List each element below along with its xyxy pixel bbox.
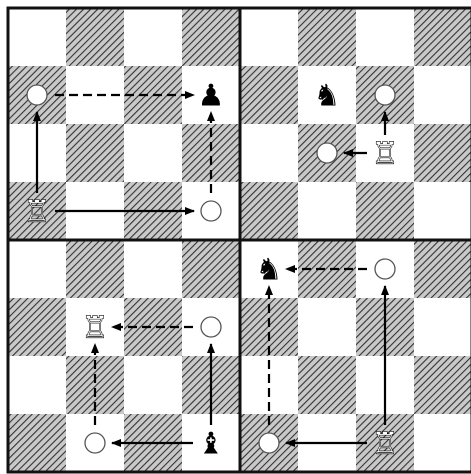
- white-rook-icon: ♖: [372, 427, 399, 462]
- dark-square: [240, 66, 298, 124]
- light-square: [124, 8, 182, 66]
- black-knight-icon: ♞: [256, 253, 283, 288]
- black-pawn-icon: ♟: [198, 79, 225, 114]
- target-circle-bottom-left-0: [201, 317, 221, 337]
- dark-square: [356, 182, 414, 240]
- dark-square: [240, 182, 298, 240]
- light-square: [414, 298, 471, 356]
- dark-square: [66, 240, 124, 298]
- light-square: [414, 414, 471, 472]
- light-square: [240, 8, 298, 66]
- dark-square: [66, 124, 124, 182]
- target-circle-top-right-1: [317, 143, 337, 163]
- light-square: [8, 8, 66, 66]
- dark-square: [414, 356, 471, 414]
- target-circle-bottom-right-0: [375, 259, 395, 279]
- light-square: [124, 356, 182, 414]
- light-square: [8, 356, 66, 414]
- dark-square: [298, 356, 356, 414]
- target-circle-top-left-1: [201, 201, 221, 221]
- dark-square: [182, 8, 240, 66]
- black-bishop-icon: ♝: [198, 427, 225, 462]
- target-circle-bottom-right-1: [259, 433, 279, 453]
- target-circle-top-right-0: [375, 85, 395, 105]
- dark-square: [8, 414, 66, 472]
- dark-square: [414, 240, 471, 298]
- target-circle-top-left-0: [27, 85, 47, 105]
- white-rook-icon: ♖: [372, 137, 399, 172]
- light-square: [414, 182, 471, 240]
- light-square: [298, 182, 356, 240]
- light-square: [240, 124, 298, 182]
- dark-square: [8, 298, 66, 356]
- white-rook-icon: ♖: [24, 195, 51, 230]
- dark-square: [182, 240, 240, 298]
- light-square: [124, 124, 182, 182]
- light-square: [8, 240, 66, 298]
- target-circle-bottom-left-1: [85, 433, 105, 453]
- dark-square: [66, 8, 124, 66]
- dark-square: [298, 8, 356, 66]
- white-rook-icon: ♖: [82, 311, 109, 346]
- dark-square: [414, 8, 471, 66]
- light-square: [298, 298, 356, 356]
- dark-square: [414, 124, 471, 182]
- light-square: [356, 8, 414, 66]
- black-knight-icon: ♞: [314, 79, 341, 114]
- light-square: [414, 66, 471, 124]
- light-square: [124, 240, 182, 298]
